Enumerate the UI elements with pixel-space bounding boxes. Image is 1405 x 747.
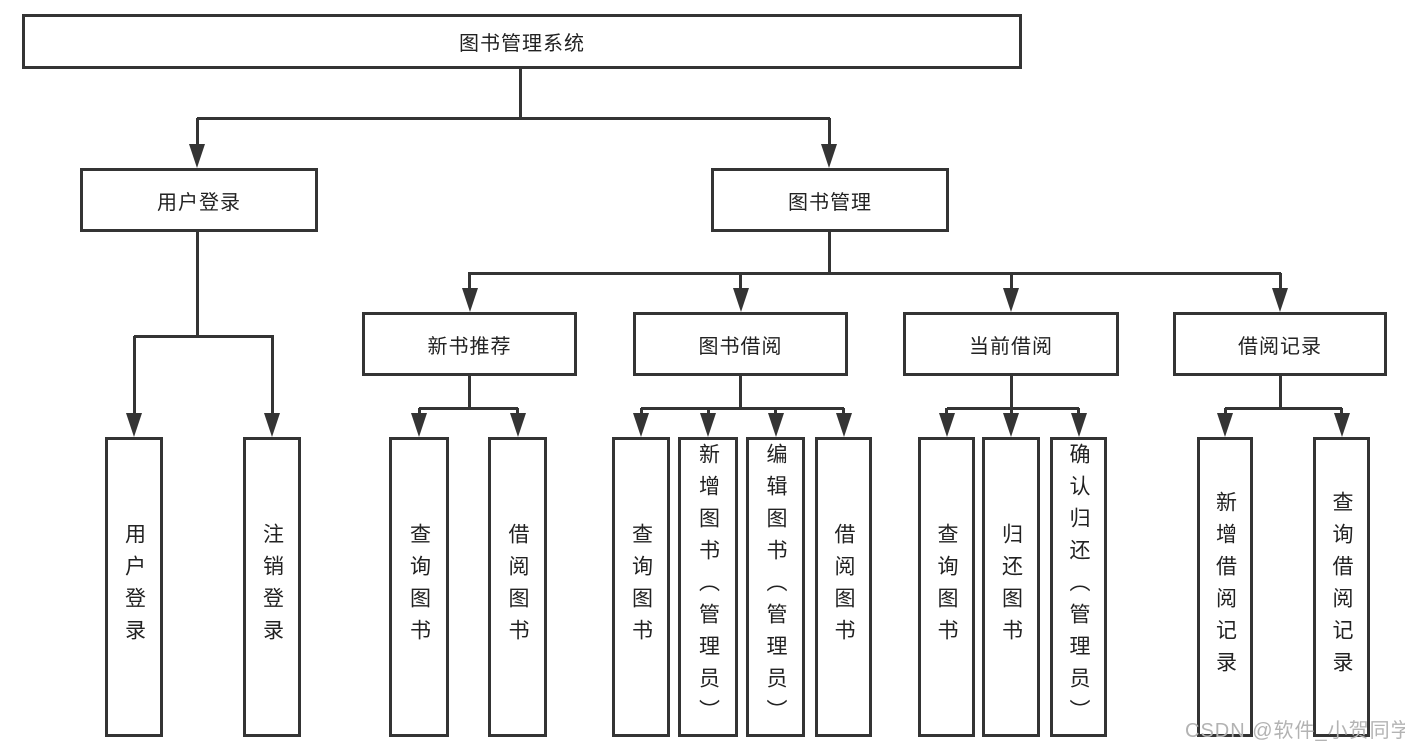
node-current-borrow: 当前借阅 xyxy=(903,312,1119,376)
arrow-down-icon xyxy=(189,144,205,168)
arrow-down-icon xyxy=(264,413,280,437)
connector-line xyxy=(132,336,136,413)
leaf-label: 借阅图书 xyxy=(832,523,855,651)
leaf-label: 查询图书 xyxy=(629,523,653,651)
connector-line xyxy=(639,408,643,413)
leaf-logout: 注销登录 xyxy=(243,437,301,737)
connector-line xyxy=(706,408,710,413)
arrow-down-icon xyxy=(1333,413,1350,437)
connector-line xyxy=(270,336,274,413)
arrow-down-icon xyxy=(1003,413,1019,437)
arrow-down-icon xyxy=(509,413,526,437)
arrow-down-icon xyxy=(126,413,142,437)
leaf-label: 确认归还（管理员） xyxy=(1067,443,1090,731)
connector-line xyxy=(774,408,777,413)
node-library-management-system: 图书管理系统 xyxy=(22,14,1022,69)
connector-line xyxy=(195,118,199,144)
connector-line xyxy=(419,407,518,410)
node-user-login: 用户登录 xyxy=(80,168,318,232)
leaf-query-borrow-record: 查询借阅记录 xyxy=(1313,437,1370,737)
connector-line xyxy=(1225,407,1342,410)
arrow-down-icon xyxy=(1003,288,1019,312)
connector-line xyxy=(134,335,274,338)
leaf-edit-book-admin: 编辑图书（管理员） xyxy=(746,437,805,737)
connector-line xyxy=(842,408,845,413)
connector-line xyxy=(468,376,471,410)
connector-line xyxy=(827,118,831,144)
leaf-confirm-return-admin: 确认归还（管理员） xyxy=(1050,437,1107,737)
connector-line xyxy=(946,407,1079,410)
connector-line xyxy=(641,407,844,410)
leaf-query-book-2: 查询图书 xyxy=(612,437,670,737)
leaf-label: 新增图书（管理员） xyxy=(696,443,720,731)
arrow-down-icon xyxy=(767,413,784,437)
leaf-label: 借阅图书 xyxy=(506,523,529,651)
connector-line xyxy=(1223,408,1227,413)
arrow-down-icon xyxy=(732,288,749,312)
node-label: 图书借阅 xyxy=(698,335,783,358)
connector-line xyxy=(1077,408,1080,413)
leaf-return-book: 归还图书 xyxy=(982,437,1040,737)
leaf-borrow-book-2: 借阅图书 xyxy=(815,437,872,737)
node-borrow-record: 借阅记录 xyxy=(1173,312,1387,376)
node-label: 当前借阅 xyxy=(969,335,1053,358)
leaf-borrow-book-1: 借阅图书 xyxy=(488,437,547,737)
leaf-label: 查询图书 xyxy=(407,523,431,651)
arrow-down-icon xyxy=(835,413,852,437)
leaf-label: 编辑图书（管理员） xyxy=(764,443,787,731)
connector-line xyxy=(468,273,471,288)
connector-line xyxy=(1009,273,1013,288)
connector-line xyxy=(827,232,831,275)
leaf-label: 查询借阅记录 xyxy=(1330,491,1353,683)
connector-line xyxy=(945,408,948,413)
csdn-watermark: CSDN @软件_小贺同学 xyxy=(1185,720,1405,742)
connector-line xyxy=(195,232,199,338)
arrow-down-icon xyxy=(633,413,649,437)
connector-line xyxy=(197,117,830,120)
arrow-down-icon xyxy=(461,288,478,312)
arrow-down-icon xyxy=(700,413,716,437)
arrow-down-icon xyxy=(1070,413,1087,437)
leaf-label: 查询图书 xyxy=(935,523,958,651)
connector-line xyxy=(739,273,742,288)
leaf-label: 注销登录 xyxy=(260,523,284,651)
arrow-down-icon xyxy=(411,413,427,437)
node-book-borrow: 图书借阅 xyxy=(633,312,848,376)
node-label: 图书管理系统 xyxy=(459,33,585,55)
arrow-down-icon xyxy=(821,144,837,168)
connector-line xyxy=(1009,376,1013,410)
connector-line xyxy=(1340,408,1343,413)
connector-line xyxy=(468,272,1281,275)
leaf-label: 新增借阅记录 xyxy=(1213,491,1237,683)
connector-line xyxy=(1009,408,1013,413)
node-book-management: 图书管理 xyxy=(711,168,949,232)
connector-line xyxy=(1278,376,1282,410)
leaf-query-book-3: 查询图书 xyxy=(918,437,975,737)
node-label: 借阅记录 xyxy=(1238,335,1322,358)
leaf-user-login: 用户登录 xyxy=(105,437,163,737)
arrow-down-icon xyxy=(1272,288,1288,312)
node-label: 新书推荐 xyxy=(427,335,512,358)
node-label: 用户登录 xyxy=(157,191,241,214)
connector-line xyxy=(516,408,519,413)
leaf-add-book-admin: 新增图书（管理员） xyxy=(678,437,738,737)
leaf-query-book-1: 查询图书 xyxy=(389,437,449,737)
connector-line xyxy=(518,69,522,120)
leaf-label: 归还图书 xyxy=(999,523,1023,651)
arrow-down-icon xyxy=(1217,413,1233,437)
leaf-add-borrow-record: 新增借阅记录 xyxy=(1197,437,1253,737)
node-new-book-recommend: 新书推荐 xyxy=(362,312,577,376)
connector-line xyxy=(739,376,742,410)
connector-line xyxy=(1278,273,1282,288)
leaf-label: 用户登录 xyxy=(122,523,146,651)
node-label: 图书管理 xyxy=(788,191,872,214)
arrow-down-icon xyxy=(938,413,955,437)
connector-line xyxy=(417,408,421,413)
